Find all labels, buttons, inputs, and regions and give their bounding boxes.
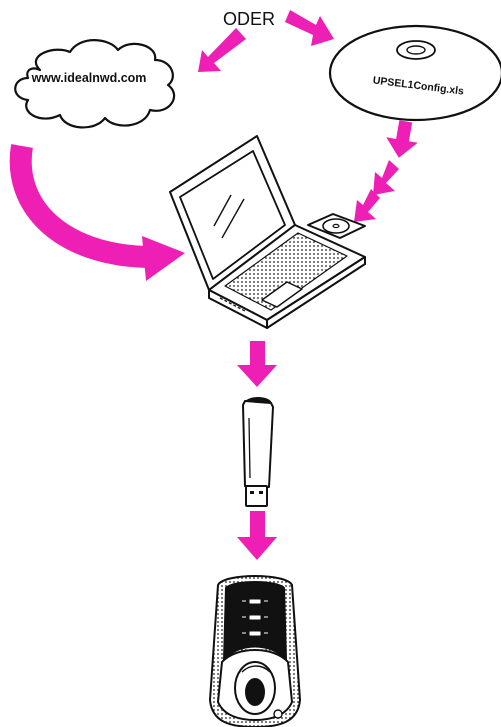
cd-disc-icon: UPSEL1Config.xls (330, 26, 501, 120)
arrow-laptop-to-usb (237, 341, 277, 387)
handheld-tester-icon (210, 576, 300, 727)
arrow-cloud-to-laptop (21, 146, 185, 281)
website-label: www.idealnwd.com (31, 71, 147, 85)
laptop-icon (170, 136, 365, 328)
arrow-to-disc (285, 10, 334, 46)
or-label: ODER (223, 9, 275, 29)
cloud-icon: www.idealnwd.com (15, 40, 174, 127)
arrow-disc-to-laptop-2 (373, 160, 399, 195)
arrow-disc-to-laptop-1 (383, 119, 421, 161)
usb-stick-icon (243, 398, 273, 506)
arrow-usb-to-device (237, 511, 277, 560)
arrow-to-website (198, 28, 246, 72)
